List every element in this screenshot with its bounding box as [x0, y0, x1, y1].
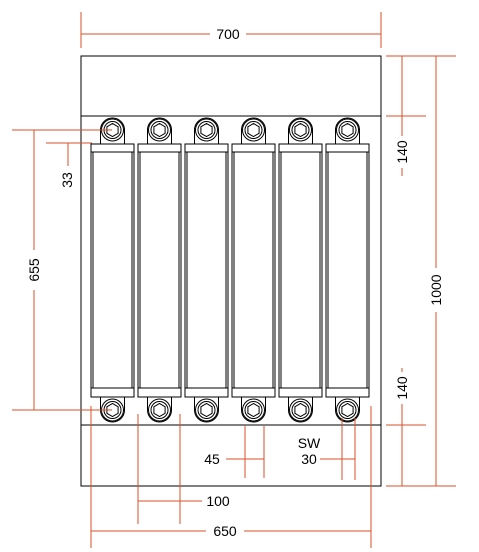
slat-inner	[327, 151, 368, 389]
dim-slat-width: 100	[137, 414, 230, 524]
bolt-hex-icon	[247, 122, 260, 138]
dim-bottom-band: 140	[386, 368, 426, 486]
dim-text-thickness: 45	[204, 451, 220, 467]
dim-text-sw-label: SW	[298, 435, 321, 451]
slat-group	[90, 117, 370, 423]
dim-wrench-size: SW 30	[298, 418, 356, 480]
bolt-hex-icon	[341, 122, 354, 138]
slat-inner	[280, 151, 321, 389]
slat-6	[325, 117, 370, 423]
dim-offset: 33	[46, 142, 92, 188]
dim-text-slat-width: 100	[206, 493, 230, 509]
dimensions: 700 1000 140 140	[12, 12, 456, 548]
bolt-hex-icon	[247, 402, 260, 418]
bolt-hex-icon	[341, 402, 354, 418]
slat-inner	[139, 151, 180, 389]
slat-inner	[233, 151, 274, 389]
slat-3	[184, 117, 229, 423]
bolt-hex-icon	[294, 122, 307, 138]
dim-text-overall-height: 1000	[428, 274, 444, 305]
slat-1	[90, 117, 135, 423]
bolt-hex-icon	[200, 402, 213, 418]
dim-text-bottom-band: 140	[394, 376, 410, 400]
slat-inner	[92, 151, 133, 389]
bolt-hex-icon	[106, 122, 119, 138]
dim-text-slat-span: 650	[213, 523, 237, 539]
bolt-hex-icon	[294, 402, 307, 418]
bolt-hex-icon	[106, 402, 119, 418]
slat-5	[278, 117, 323, 423]
dim-slat-span: 650	[90, 406, 372, 548]
dim-overall-width: 700	[80, 12, 382, 48]
dim-text-sw-value: 30	[301, 451, 317, 467]
bolt-hex-icon	[153, 122, 166, 138]
dim-text-overall-width: 700	[216, 26, 240, 42]
dim-pitch-height: 655	[12, 129, 112, 411]
dim-text-pitch-height: 655	[26, 258, 42, 282]
slat-4	[231, 117, 276, 423]
dim-text-top-band: 140	[394, 140, 410, 164]
dim-overall-height: 1000	[386, 55, 456, 487]
dim-top-band: 140	[386, 56, 426, 176]
dim-text-offset: 33	[59, 172, 75, 188]
bolt-hex-icon	[200, 122, 213, 138]
slat-2	[137, 117, 182, 423]
bolt-hex-icon	[153, 402, 166, 418]
slat-inner	[186, 151, 227, 389]
dim-thickness: 45	[204, 426, 265, 478]
